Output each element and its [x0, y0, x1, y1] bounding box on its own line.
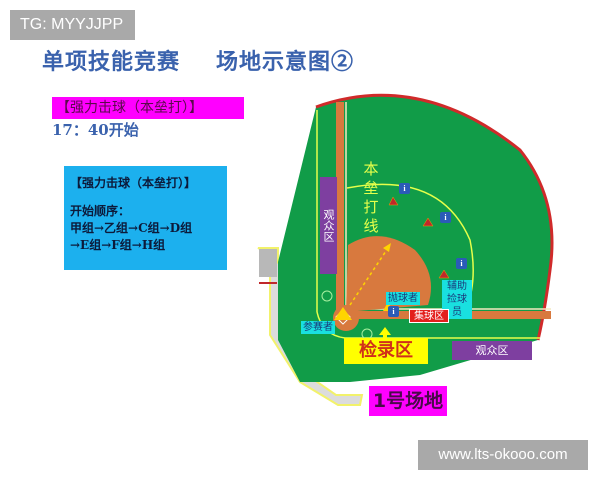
pitcher-label: 抛球者 [386, 292, 420, 305]
start-time: 17：40开始 [52, 121, 139, 139]
watermark-bottom: www.lts-okooo.com [418, 440, 588, 470]
info-icon: i [440, 212, 451, 223]
order-label: 开始顺序： [70, 204, 131, 218]
collect-zone: 集球区 [409, 309, 449, 323]
field-name-label: 1号场地 [369, 386, 447, 416]
info-icon: i [388, 306, 399, 317]
page-title: 单项技能竞赛 场地示意图② [42, 44, 354, 76]
order-line-2: →E组→F组→H组 [70, 238, 166, 252]
audience-area-left: 观众区 [320, 177, 337, 274]
home-plate-marker [334, 307, 352, 320]
order-box-title: 【强力击球（本垒打）】 [70, 176, 197, 190]
watermark-top: TG: MYYJJPP [10, 10, 135, 40]
participant-label: 参赛者 [301, 321, 335, 334]
home-run-line [346, 183, 474, 311]
audience-area-bottom: 观众区 [452, 341, 532, 360]
checkin-zone: 检录区 [344, 338, 428, 364]
checkin-arrow-icon [379, 327, 391, 340]
info-icon: i [456, 258, 467, 269]
order-box: 【强力击球（本垒打）】 开始顺序： 甲组→乙组→C组→D组 →E组→F组→H组 [64, 166, 227, 270]
gate-block [259, 249, 277, 277]
order-line-1: 甲组→乙组→C组→D组 [70, 221, 193, 235]
home-run-line-label: 本垒打线 [363, 160, 379, 235]
title-left: 单项技能竞赛 [42, 49, 181, 75]
title-right: 场地示意图② [216, 49, 355, 75]
info-icon: i [399, 183, 410, 194]
outfield-wall [315, 93, 554, 341]
event-tag: 【强力击球（本垒打）】 [52, 97, 244, 119]
